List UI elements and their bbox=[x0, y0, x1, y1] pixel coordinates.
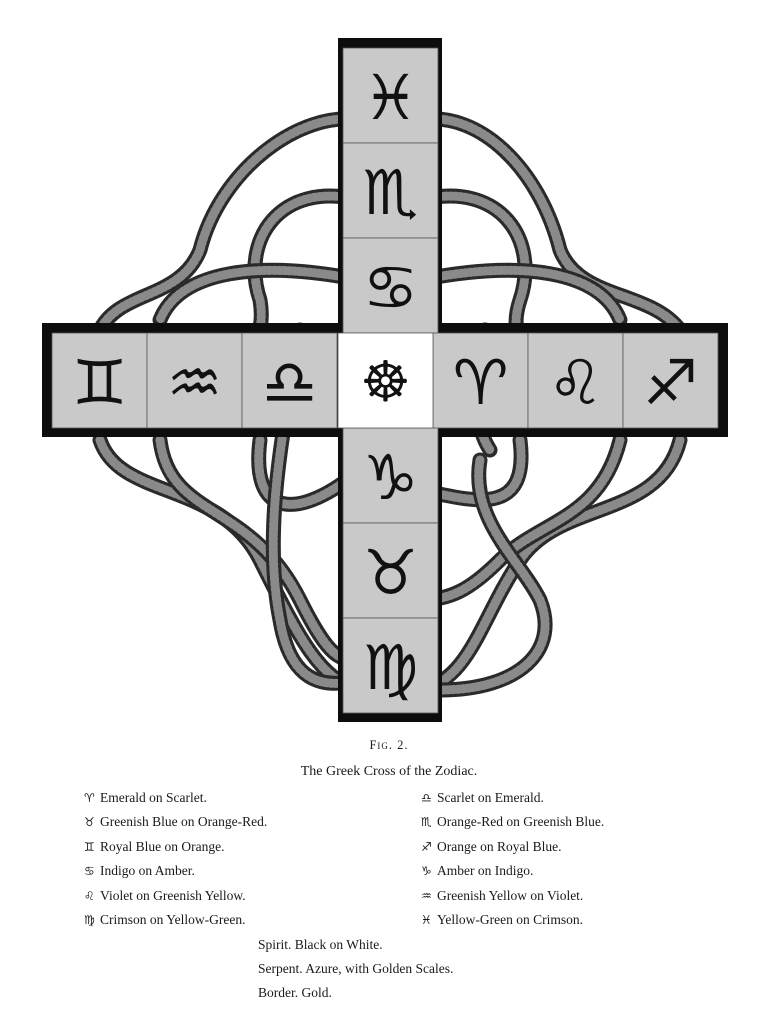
zodiac-sign-icon: ♑ bbox=[363, 441, 419, 514]
legend-text: Scarlet on Emerald. bbox=[437, 790, 544, 805]
legend-row-right: ♓ Yellow-Green on Crimson. bbox=[421, 912, 583, 928]
zodiac-sign-icon: ♋ bbox=[84, 864, 95, 879]
legend-text: Greenish Blue on Orange-Red. bbox=[100, 814, 268, 830]
cross-cell-center bbox=[337, 332, 434, 429]
cross-cell-right bbox=[432, 332, 529, 429]
legend-text: Greenish Yellow on Violet. bbox=[437, 887, 584, 903]
legend-row-right: ♐ Orange on Royal Blue. bbox=[421, 839, 561, 855]
figure-caption: The Greek Cross of the Zodiac. bbox=[300, 764, 478, 779]
legend-text: Emerald on Scarlet. bbox=[100, 790, 207, 805]
figure-number: Fig. 2. bbox=[369, 738, 409, 752]
legend-row-right: ♏ Orange-Red on Greenish Blue. bbox=[421, 814, 604, 830]
cross-cell-top bbox=[342, 142, 439, 239]
serpent-scales bbox=[415, 435, 685, 695]
zodiac-sign-icon: ♍ bbox=[363, 631, 419, 704]
serpent-scales bbox=[435, 455, 550, 695]
zodiac-sign-icon: ♉ bbox=[363, 536, 419, 609]
legend-note-spirit: Spirit. Black on White. bbox=[258, 937, 383, 952]
legend-row-left: ♌ Violet on Greenish Yellow. bbox=[84, 888, 246, 904]
legend-row-left: ♉ Greenish Blue on Orange-Red. bbox=[84, 814, 267, 830]
legend-text: Amber on Indigo. bbox=[437, 863, 534, 879]
legend-text: Yellow-Green on Crimson. bbox=[437, 912, 583, 927]
zodiac-sign-icon: ♈ bbox=[453, 346, 509, 419]
zodiac-cross: ♓ ♏ ♋ ♑ ♉ ♍ ♊ ♒ ♎ ♈ ♌ ♐ ☸ bbox=[42, 38, 728, 722]
zodiac-sign-icon: ♍ bbox=[84, 913, 95, 927]
zodiac-sign-icon: ♊ bbox=[72, 346, 128, 419]
greek-cross-figure: ♓ ♏ ♋ ♑ ♉ ♍ ♊ ♒ ♎ ♈ ♌ ♐ ☸ bbox=[42, 38, 728, 722]
cross-cell-right bbox=[527, 332, 624, 429]
zodiac-sign-icon: ♌ bbox=[548, 346, 604, 419]
zodiac-sign-icon: ♏ bbox=[363, 156, 419, 229]
serpent-scales bbox=[155, 265, 365, 325]
legend-text: Orange-Red on Greenish Blue. bbox=[437, 814, 605, 830]
cross-cell-left bbox=[51, 332, 148, 429]
zodiac-sign-icon: ♌ bbox=[84, 888, 95, 903]
zodiac-sign-icon: ♊ bbox=[84, 839, 95, 854]
cross-cell-bottom bbox=[342, 617, 439, 714]
zodiac-sign-icon: ♒ bbox=[421, 888, 432, 903]
serpent-scales bbox=[95, 435, 365, 695]
spirit-wheel-icon: ☸ bbox=[360, 350, 410, 415]
legend-note-serpent: Serpent. Azure, with Golden Scales. bbox=[258, 961, 454, 976]
legend-text: Orange on Royal Blue. bbox=[437, 838, 562, 854]
serpent-scales bbox=[95, 114, 365, 335]
zodiac-sign-icon: ♑ bbox=[421, 864, 432, 879]
zodiac-sign-icon: ♉ bbox=[84, 815, 95, 830]
zodiac-sign-icon: ♋ bbox=[363, 251, 419, 324]
zodiac-sign-icon: ♈ bbox=[84, 791, 95, 805]
zodiac-sign-icon: ♏ bbox=[421, 815, 432, 830]
cross-cell-left bbox=[241, 332, 338, 429]
legend-note-border: Border. Gold. bbox=[258, 985, 332, 1000]
zodiac-sign-icon: ♓ bbox=[421, 913, 432, 927]
zodiac-sign-icon: ♎ bbox=[262, 346, 318, 419]
zodiac-sign-icon: ♐ bbox=[643, 346, 699, 419]
legend-row-left: ♈ Emerald on Scarlet. bbox=[84, 790, 207, 806]
zodiac-sign-icon: ♓ bbox=[363, 61, 419, 134]
zodiac-sign-icon: ♎ bbox=[421, 791, 432, 805]
cross-cell-left bbox=[146, 332, 243, 429]
legend-row-right: ♒ Greenish Yellow on Violet. bbox=[421, 888, 583, 904]
zodiac-sign-icon: ♐ bbox=[421, 839, 432, 854]
serpent-scales bbox=[415, 114, 685, 335]
zodiac-sign-icon: ♒ bbox=[167, 346, 223, 419]
legend-text: Violet on Greenish Yellow. bbox=[100, 887, 246, 903]
legend-row-left: ♋ Indigo on Amber. bbox=[84, 863, 195, 879]
legend-text: Royal Blue on Orange. bbox=[100, 838, 225, 854]
legend-text: Indigo on Amber. bbox=[100, 863, 195, 879]
serpent-scales bbox=[415, 265, 625, 325]
cross-cell-right bbox=[622, 332, 719, 429]
serpent-body bbox=[412, 432, 688, 698]
legend-row-left: ♍ Crimson on Yellow-Green. bbox=[84, 912, 246, 928]
cross-cell-top bbox=[342, 237, 439, 334]
cross-cell-top bbox=[342, 47, 439, 144]
cross-cell-bottom bbox=[342, 522, 439, 619]
legend-row-right: ♑ Amber on Indigo. bbox=[421, 863, 533, 879]
cross-cell-bottom bbox=[342, 427, 439, 524]
legend-text: Crimson on Yellow-Green. bbox=[100, 912, 246, 927]
legend-row-left: ♊ Royal Blue on Orange. bbox=[84, 839, 224, 855]
legend-row-right: ♎ Scarlet on Emerald. bbox=[421, 790, 544, 806]
